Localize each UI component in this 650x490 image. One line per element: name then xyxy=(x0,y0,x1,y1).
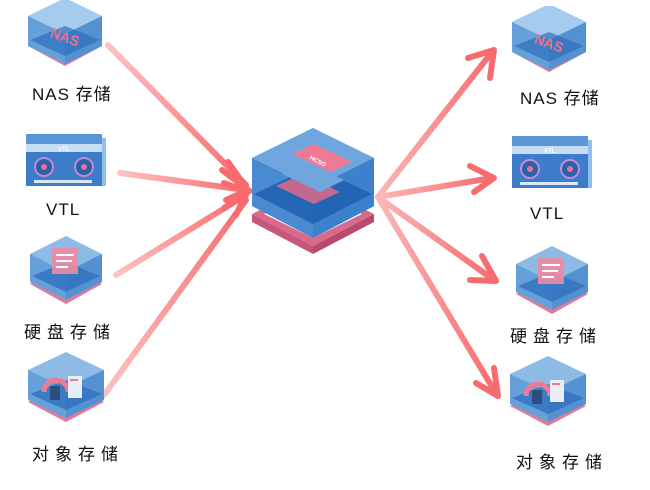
svg-text:VTL: VTL xyxy=(58,147,70,153)
arrowhead-nas xyxy=(465,47,497,81)
disk-storage-cube-icon xyxy=(516,246,588,314)
source-vtl-label: VTL xyxy=(46,200,81,219)
object-storage-cube-icon xyxy=(28,352,104,422)
target-disk xyxy=(510,246,594,320)
arrowhead-object xyxy=(473,365,501,399)
target-nas: NAS xyxy=(504,4,594,84)
target-nas-label: NAS 存储 xyxy=(520,89,600,108)
source-vtl: VTL xyxy=(20,128,110,196)
source-object-label: 对象存储 xyxy=(32,445,124,464)
arrow-object-to-center xyxy=(101,197,249,398)
arrowhead-disk xyxy=(467,253,499,284)
arrow-vtl-to-center xyxy=(117,170,249,193)
source-disk xyxy=(24,236,108,310)
arrow-center-to-object xyxy=(375,194,500,398)
source-nas: NAS xyxy=(20,0,110,78)
target-object-label: 对象存储 xyxy=(516,453,608,472)
target-object xyxy=(504,356,592,432)
tape-library-icon: VTL xyxy=(26,134,106,186)
object-storage-cube-icon xyxy=(510,356,586,426)
arrow-nas-to-center xyxy=(105,42,249,188)
nas-cube-icon: NAS xyxy=(512,4,586,72)
target-vtl-label: VTL xyxy=(530,204,565,223)
source-disk-label: 硬盘存储 xyxy=(24,323,116,342)
tape-library-icon: VTL xyxy=(512,136,592,188)
arrow-center-to-vtl xyxy=(375,175,495,200)
nas-cube-icon: NAS xyxy=(28,0,102,66)
arrow-center-to-nas xyxy=(375,49,495,200)
target-disk-label: 硬盘存储 xyxy=(510,327,602,346)
disk-storage-cube-icon xyxy=(30,236,102,304)
arrow-center-to-disk xyxy=(375,194,497,283)
source-nas-label: NAS 存储 xyxy=(32,85,112,104)
central-storage-gateway: HCSO xyxy=(248,128,378,260)
central-gateway-cube-icon: HCSO xyxy=(252,128,374,254)
source-object xyxy=(22,352,110,428)
incoming-arrowheads xyxy=(219,159,255,218)
arrowhead-vtl xyxy=(467,163,497,195)
target-vtl: VTL xyxy=(506,130,596,198)
svg-text:VTL: VTL xyxy=(544,149,556,155)
